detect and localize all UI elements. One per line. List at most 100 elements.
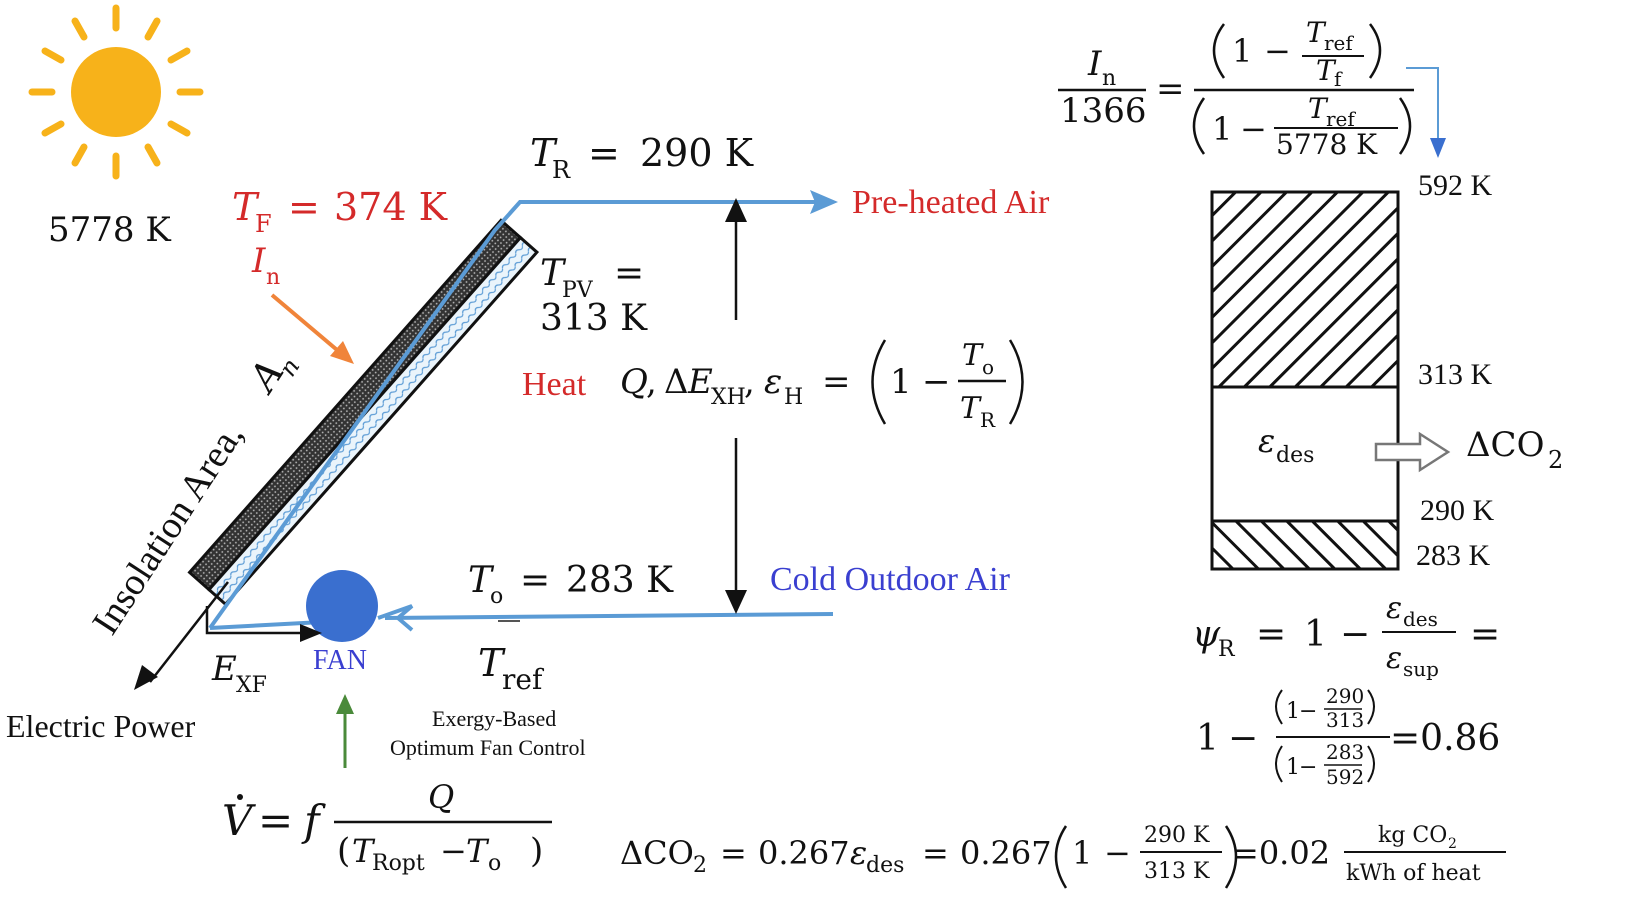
svg-text:des: des	[866, 853, 904, 878]
svg-text:0.267: 0.267	[960, 834, 1052, 872]
exergy-destruction-label: ε des	[1258, 422, 1314, 468]
svg-text:,: ,	[744, 362, 755, 402]
irradiance-label: I n	[251, 241, 280, 290]
svg-text:T: T	[962, 338, 984, 373]
svg-text:ε: ε	[764, 362, 782, 402]
svg-text:0.267: 0.267	[758, 834, 850, 872]
svg-text:kWh of heat: kWh of heat	[1346, 861, 1481, 886]
svg-text:1: 1	[1196, 718, 1219, 759]
svg-text:T: T	[352, 832, 376, 870]
heat-exergy-equation: Q , Δ E XH , ε H = 1 − T o T R	[620, 338, 1024, 432]
co2-label: ΔCO 2	[1466, 425, 1563, 474]
level-313: 313 K	[1418, 358, 1493, 391]
svg-text:): )	[530, 831, 543, 871]
svg-text:V: V	[222, 796, 256, 845]
svg-text:283: 283	[1326, 740, 1364, 764]
svg-text:Q: Q	[428, 778, 454, 816]
svg-text:R: R	[980, 408, 996, 432]
svg-text:T: T	[232, 185, 260, 229]
heat-label: Heat	[522, 366, 587, 403]
svg-text:−: −	[440, 832, 467, 870]
psi-value-equation: 1 − 1 − 290 313 1 − 283 592 =0.86	[1196, 684, 1500, 789]
svg-text:=: =	[1156, 69, 1185, 109]
svg-text:−: −	[1340, 614, 1370, 655]
svg-text:(: (	[337, 831, 350, 871]
svg-text:T: T	[478, 641, 506, 685]
co2-equation: ΔCO 2 = 0.267 ε des = 0.267 1 − 290 K 31…	[620, 823, 1506, 889]
fan-control-label-line2: Optimum Fan Control	[390, 735, 586, 760]
svg-text:ψ: ψ	[1192, 614, 1221, 655]
svg-text:T: T	[960, 391, 982, 426]
svg-text:T: T	[1306, 16, 1327, 49]
solar-constant: 1366	[1060, 91, 1147, 131]
svg-text:T: T	[468, 560, 495, 601]
svg-text:I: I	[251, 241, 266, 281]
svg-text:313: 313	[1326, 708, 1364, 732]
svg-text:F: F	[255, 210, 272, 238]
svg-text:1: 1	[1072, 834, 1092, 872]
electric-power-arrow	[134, 665, 158, 690]
formula-pointer-arrow	[1406, 67, 1446, 158]
svg-text:1: 1	[1232, 32, 1252, 70]
svg-text:2: 2	[1548, 446, 1563, 474]
preheated-air-label: Pre-heated Air	[852, 184, 1050, 221]
svg-text:2: 2	[1448, 836, 1457, 852]
fan-icon	[306, 570, 378, 642]
svg-text:ref: ref	[502, 663, 545, 696]
exf-label: E XF	[211, 649, 267, 698]
level-290: 290 K	[1420, 494, 1495, 527]
svg-text:=: =	[1470, 614, 1500, 655]
sun-temp-in-formula: 5778 K	[1276, 128, 1378, 161]
svg-text:T: T	[466, 832, 490, 870]
svg-text:Q: Q	[620, 362, 648, 402]
svg-text:o: o	[488, 851, 501, 876]
sun-temperature: 5778 K	[48, 210, 171, 250]
tpv-label: T PV = 313 K	[540, 253, 648, 339]
level-283: 283 K	[1416, 539, 1491, 572]
svg-text:1: 1	[1286, 699, 1300, 724]
tf-label: T F = 374 K	[232, 185, 448, 238]
svg-text:=: =	[1256, 614, 1286, 655]
svg-text:1: 1	[1304, 614, 1327, 655]
control-signal-arrow	[336, 694, 354, 768]
svg-text:ε: ε	[1386, 591, 1402, 626]
svg-text:1: 1	[1212, 110, 1232, 148]
svg-text:ΔCO: ΔCO	[1466, 425, 1544, 465]
svg-text:=0.02: =0.02	[1232, 834, 1330, 872]
preheated-air-arrow	[810, 190, 838, 214]
svg-text:1: 1	[890, 362, 912, 402]
svg-text:sup: sup	[1403, 657, 1439, 681]
svg-text:=: =	[258, 796, 293, 845]
svg-text:E: E	[687, 362, 713, 402]
svg-text:=: =	[614, 253, 644, 294]
svg-text:=: =	[588, 131, 620, 175]
svg-text:290: 290	[1326, 684, 1364, 708]
svg-text:des: des	[1403, 607, 1438, 631]
electric-power-label: Electric Power	[6, 708, 196, 744]
fan-control-label-line1: Exergy-Based	[432, 706, 556, 731]
svg-text:des: des	[1276, 443, 1314, 468]
svg-text:=: =	[822, 362, 851, 402]
svg-text:f: f	[1334, 67, 1343, 91]
svg-text:ΔCO: ΔCO	[620, 834, 694, 872]
svg-text:ε: ε	[1258, 422, 1275, 460]
svg-text:−: −	[1240, 110, 1267, 148]
svg-text:o: o	[982, 355, 994, 379]
svg-text:XF: XF	[236, 673, 267, 698]
flow-rate-equation: V = f Q ( T Ropt − T o )	[222, 778, 552, 876]
svg-text:kg CO: kg CO	[1378, 823, 1447, 848]
svg-text:Δ: Δ	[664, 362, 689, 402]
exergy-output-connector	[149, 581, 310, 683]
svg-text:−: −	[1299, 699, 1317, 724]
fan-power-arrow	[300, 624, 322, 642]
co2-arrow	[1374, 431, 1451, 473]
exergy-bar	[1210, 190, 1400, 571]
svg-text:PV: PV	[562, 278, 594, 303]
svg-text:T: T	[1316, 54, 1337, 87]
svg-text:XH: XH	[711, 385, 746, 410]
svg-text:=: =	[922, 834, 949, 872]
svg-text:,: ,	[646, 362, 657, 402]
svg-text:f: f	[301, 796, 326, 845]
tref-label: T ref	[478, 641, 545, 696]
